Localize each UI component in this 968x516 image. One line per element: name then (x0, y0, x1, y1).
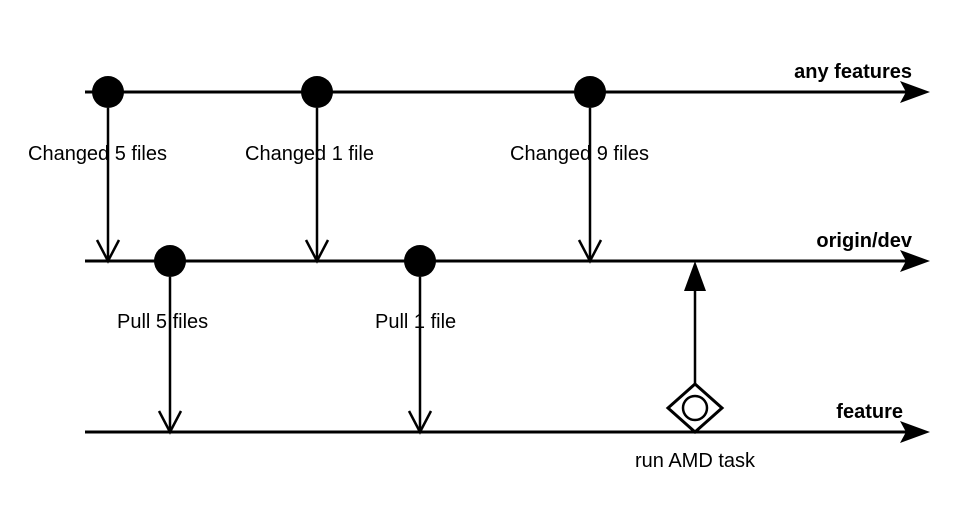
merge-arrow-changed-5-files (95, 108, 121, 264)
merge-arrow-run-amd-task (684, 261, 706, 388)
arrowhead-feature (900, 421, 930, 443)
task-node-run-amd-task[interactable] (665, 381, 725, 435)
branch-feature: feature (85, 401, 930, 443)
merge-arrowhead-pull-5-files (157, 410, 183, 435)
event-label-changed-5-files: Changed 5 files (28, 143, 167, 165)
merge-arrowhead-changed-9-files (577, 239, 603, 264)
event-label-changed-1-file: Changed 1 file (245, 143, 374, 165)
merge-arrow-pull-1-file (407, 277, 433, 435)
branch-label-feature: feature (836, 401, 903, 423)
merge-arrowhead-run-amd-task (684, 261, 706, 291)
event-label-changed-9-files: Changed 9 files (510, 143, 649, 165)
branch-origin-dev: origin/dev (85, 230, 930, 272)
event-label-pull-5-files: Pull 5 files (117, 311, 208, 333)
branch-label-origin-dev: origin/dev (816, 230, 912, 252)
arrowhead-any-features (900, 81, 930, 103)
merge-arrow-changed-1-file (304, 108, 330, 264)
merge-arrowhead-changed-5-files (95, 239, 121, 264)
commit-dot-changed-9-files[interactable] (574, 76, 606, 108)
commit-dot-pull-5-files[interactable] (154, 245, 186, 277)
branch-label-any-features: any features (794, 61, 912, 83)
merge-arrow-changed-9-files (577, 108, 603, 264)
merge-arrow-pull-5-files (157, 277, 183, 435)
commit-dot-pull-1-file[interactable] (404, 245, 436, 277)
commit-dot-changed-1-file[interactable] (301, 76, 333, 108)
arrowhead-origin-dev (900, 250, 930, 272)
merge-arrowhead-changed-1-file (304, 239, 330, 264)
event-label-run-amd-task: run AMD task (635, 450, 756, 472)
circle-icon (681, 394, 709, 422)
branch-any-features: any features (85, 61, 930, 103)
event-label-pull-1-file: Pull 1 file (375, 311, 456, 333)
merge-arrowhead-pull-1-file (407, 410, 433, 435)
commit-dot-changed-5-files[interactable] (92, 76, 124, 108)
